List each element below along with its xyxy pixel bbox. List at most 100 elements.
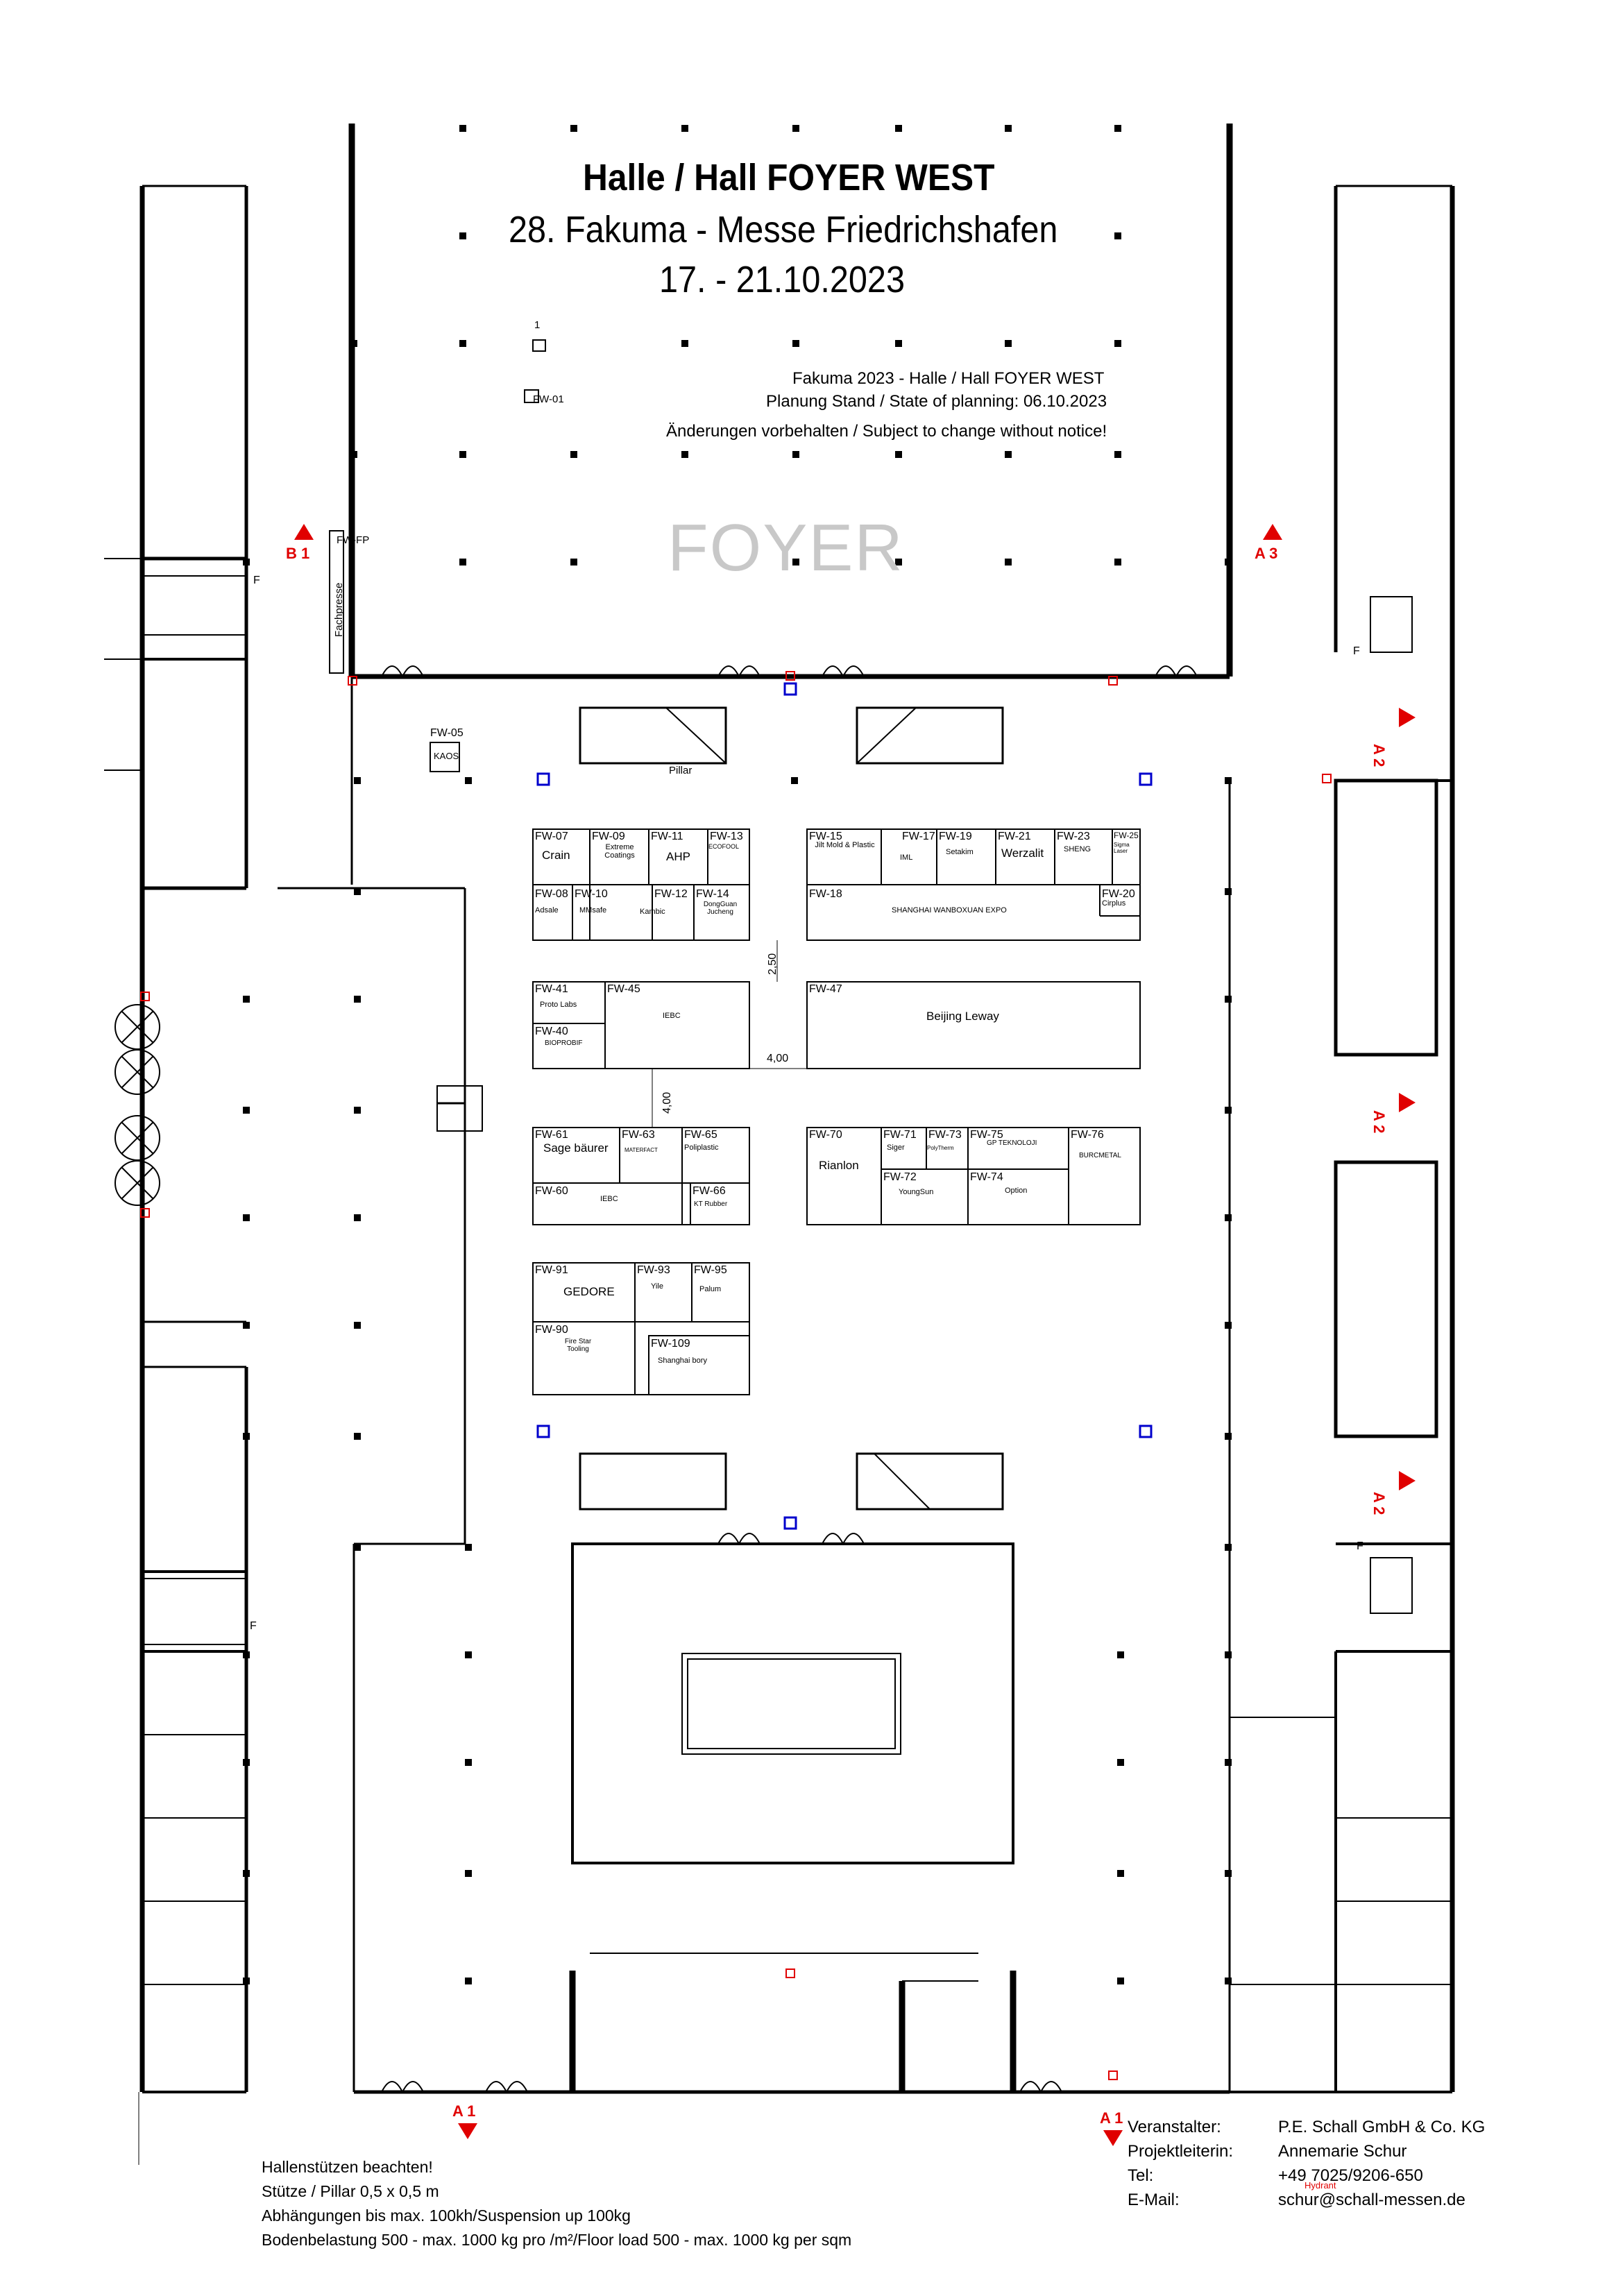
stand-name: MATERFACT xyxy=(624,1147,658,1153)
contact-value: +49 7025/9206-650 xyxy=(1278,2166,1423,2185)
legend-hydrant: Hydrant xyxy=(1305,2180,1336,2191)
stand-name: Beijing Leway xyxy=(926,1010,999,1023)
stand-name: Sigma Laser xyxy=(1114,842,1130,854)
fw05-label: FW-05 xyxy=(430,727,464,739)
stand-id: FW-15 xyxy=(809,831,842,842)
stair-f-right-top: F xyxy=(1353,645,1360,657)
stand-name: Adsale xyxy=(535,906,559,915)
contact-email[interactable]: schur@schall-messen.de xyxy=(1278,2191,1465,2209)
contact-label: Veranstalter: xyxy=(1128,2118,1221,2136)
stand-name: Setakim xyxy=(946,848,974,856)
stand-name: GEDORE xyxy=(563,1285,615,1298)
event-title: 28. Fakuma - Messe Friedrichshafen xyxy=(509,209,1058,250)
stand-name: DongGuan Jucheng xyxy=(703,901,738,916)
marker-1: 1 xyxy=(534,319,541,331)
stand-id: FW-09 xyxy=(592,831,625,842)
stand-id: FW-07 xyxy=(535,831,568,842)
stand-name: Kambic xyxy=(640,908,665,916)
stand-id: FW-11 xyxy=(651,831,683,842)
stand-name: ECOFOOL xyxy=(708,843,740,850)
entrance-a2-bottom: A 2 xyxy=(1370,1492,1388,1515)
stand-id: FW-70 xyxy=(809,1129,842,1141)
stand-name: PolyTherm xyxy=(927,1145,954,1151)
dimension-400-h: 4,00 xyxy=(767,1053,789,1064)
info-line-3: Änderungen vorbehalten / Subject to chan… xyxy=(666,422,1107,441)
hydrant-markers xyxy=(140,671,1332,2080)
stand-name: IEBC xyxy=(663,1012,681,1020)
stand-name: IML xyxy=(900,853,913,862)
contact-label: Projektleiterin: xyxy=(1128,2142,1234,2161)
stand-id: FW-14 xyxy=(696,888,729,900)
stand-id: FW-13 xyxy=(710,831,743,842)
stand-name: AHP xyxy=(666,850,690,863)
entrance-a2-top: A 2 xyxy=(1370,744,1388,767)
pillars xyxy=(243,125,1232,1984)
stand-name: Proto Labs xyxy=(540,1001,577,1009)
stand-id: FW-40 xyxy=(535,1026,568,1037)
stair-f-right-bottom: F xyxy=(1357,1540,1363,1552)
stand-id: FW-76 xyxy=(1071,1129,1104,1141)
kaos-label: KAOS xyxy=(434,751,459,761)
stand-id: FW-10 xyxy=(575,888,608,900)
fw-fp-label: FW-FP xyxy=(337,534,370,546)
stand-id: FW-25 xyxy=(1114,831,1139,840)
stand-id: FW-23 xyxy=(1057,831,1090,842)
stand-name: Palum xyxy=(699,1285,722,1293)
fw01-label: FW-01 xyxy=(533,393,564,405)
stand-name: MMsafe xyxy=(579,906,607,915)
stand-name: Poliplastic xyxy=(684,1143,719,1152)
stand-name: Siger xyxy=(887,1143,905,1152)
footer-note: Hallenstützen beachten! xyxy=(262,2158,433,2176)
stand-name: GP TEKNOLOJI xyxy=(987,1139,1037,1147)
footer-note: Abhängungen bis max. 100kh/Suspension up… xyxy=(262,2206,631,2225)
stand-name: SHENG xyxy=(1064,845,1091,853)
stand-id: FW-75 xyxy=(970,1129,1003,1141)
stand-id: FW-71 xyxy=(883,1129,917,1141)
stair-f-left-top: F xyxy=(253,575,260,586)
stand-id: FW-72 xyxy=(883,1171,917,1183)
event-dates: 17. - 21.10.2023 xyxy=(659,259,905,300)
contact-value: Annemarie Schur xyxy=(1278,2142,1407,2161)
stand-name: Extreme Coatings xyxy=(604,843,635,860)
stand-id: FW-91 xyxy=(535,1264,568,1276)
right-wing xyxy=(1230,185,1455,2093)
info-line-2: Planung Stand / State of planning: 06.10… xyxy=(766,392,1107,411)
stand-id: FW-21 xyxy=(998,831,1031,842)
revolving-doors xyxy=(114,1004,160,1206)
stand-id: FW-73 xyxy=(928,1129,962,1141)
footer-note: Bodenbelastung 500 - max. 1000 kg pro /m… xyxy=(262,2231,852,2249)
left-wing xyxy=(104,185,248,2165)
stand-name: IEBC xyxy=(600,1195,618,1203)
stand-id: FW-47 xyxy=(809,983,842,995)
contact-label: Tel: xyxy=(1128,2166,1154,2185)
stand-id: FW-12 xyxy=(654,888,688,900)
entrance-a1-right: A 1 xyxy=(1100,2109,1123,2127)
stand-id: FW-95 xyxy=(694,1264,727,1276)
stand-id: FW-90 xyxy=(535,1324,568,1336)
footer-note: Stütze / Pillar 0,5 x 0,5 m xyxy=(262,2182,439,2200)
pillar-label: Pillar xyxy=(669,765,692,776)
stand-id: FW-65 xyxy=(684,1129,717,1141)
dimension-400-v: 4,00 xyxy=(661,1091,673,1114)
corridor xyxy=(436,1085,483,1132)
stand-id: FW-45 xyxy=(607,983,640,995)
stand-blocks xyxy=(329,339,1141,1395)
fachpresse-label: Fachpresse xyxy=(333,582,345,637)
hall-title: Halle / Hall FOYER WEST xyxy=(583,157,995,198)
stand-name: Jilt Mold & Plastic xyxy=(815,841,875,849)
stand-name: Option xyxy=(1005,1187,1028,1195)
info-line-1: Fakuma 2023 - Halle / Hall FOYER WEST xyxy=(792,369,1105,388)
stand-id: FW-08 xyxy=(535,888,568,900)
stand-id: FW-109 xyxy=(651,1338,690,1350)
stand-name: BURCMETAL xyxy=(1079,1152,1121,1159)
stand-name: Rianlon xyxy=(819,1159,859,1172)
stand-id: FW-19 xyxy=(939,831,972,842)
stand-id: FW-61 xyxy=(535,1129,568,1141)
contact-label: E-Mail: xyxy=(1128,2191,1180,2209)
stand-id: FW-93 xyxy=(637,1264,670,1276)
contact-value: P.E. Schall GmbH & Co. KG xyxy=(1278,2118,1486,2136)
stand-id: FW-41 xyxy=(535,983,568,995)
stand-id: FW-63 xyxy=(622,1129,655,1141)
entrance-arrows xyxy=(294,524,1416,2146)
